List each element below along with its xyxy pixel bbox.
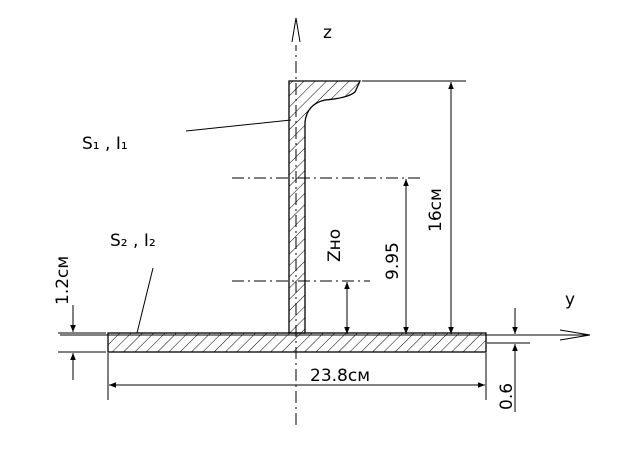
plate-part-2 [107, 332, 487, 353]
dimension-offset-label: 0.6 [497, 383, 517, 410]
leader-part-1 [185, 119, 292, 132]
y-axis-label: y [565, 290, 575, 310]
leader-part-2 [136, 267, 154, 334]
dimension-plate-thickness-label: 1.2см [53, 256, 73, 305]
profile-part-1 [288, 80, 362, 334]
label-part-1: S₁ , I₁ [82, 134, 128, 154]
dimension-total-height-label: 16см [426, 188, 446, 232]
z-axis-arrow [291, 17, 301, 43]
label-part-2: S₂ , I₂ [110, 231, 156, 251]
dimension-z-no-label: Zно [325, 229, 345, 262]
z-axis-label: z [323, 23, 332, 43]
dimension-centroid-height-label: 9.95 [383, 242, 403, 280]
y-axis-arrow [559, 329, 591, 341]
dimension-plate-width-label: 23.8см [310, 366, 370, 386]
